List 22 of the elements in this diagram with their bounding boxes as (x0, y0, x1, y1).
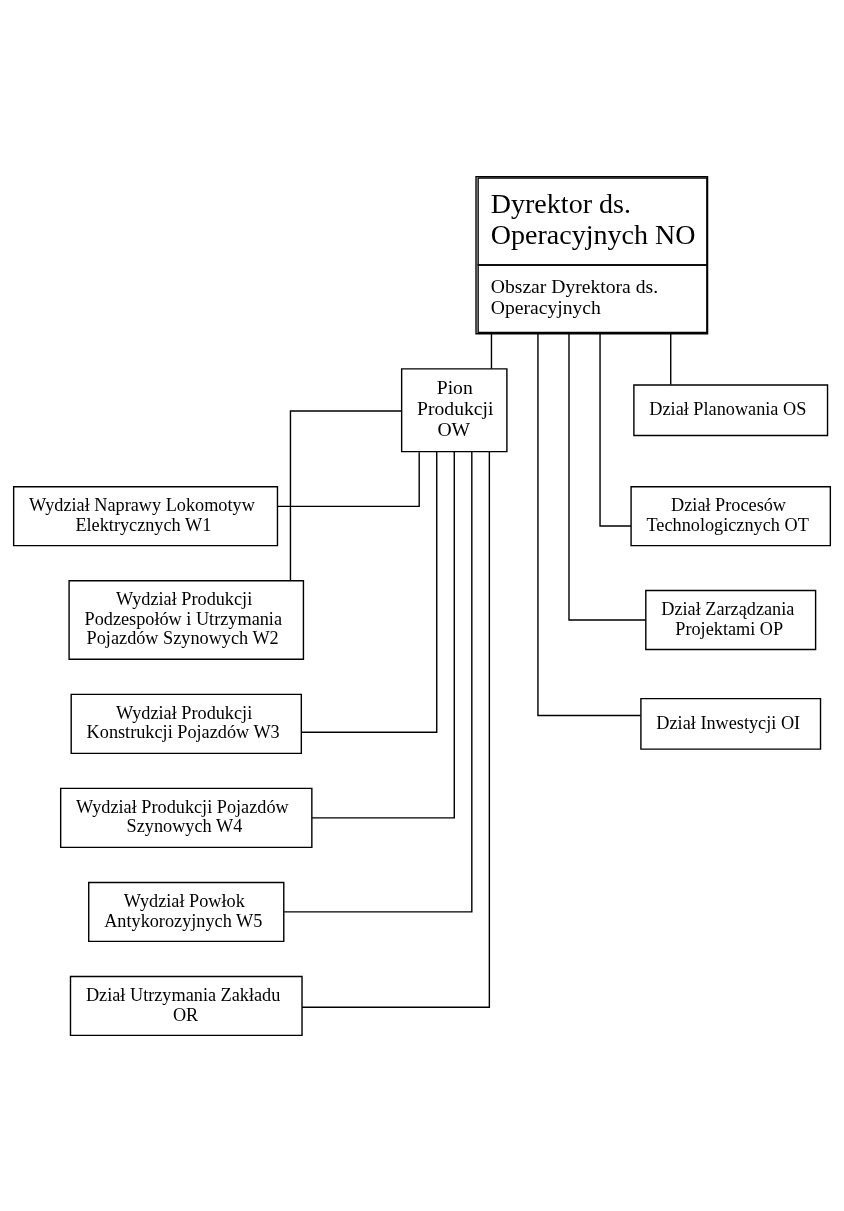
connector (276, 450, 420, 507)
node-box: Wydział Produkcji Pojazdów Szynowych W4 (59, 787, 313, 848)
connector (311, 450, 455, 819)
connector (301, 450, 491, 1008)
node-box: Wydział Produkcji Podzespołów i Utrzymania Pojazdów Szynowych W2 (68, 579, 305, 660)
connector (599, 332, 632, 527)
node-box: Dział Utrzymania Zakładu OR (69, 975, 303, 1036)
node-box: Dział Procesów Technologicznych OT (630, 485, 832, 546)
node-box: Wydział Powłok Antykorozyjnych W5 (88, 881, 285, 942)
connector (537, 332, 642, 716)
connector (490, 332, 493, 369)
node-box: Dział Planowania OS (633, 383, 829, 436)
node-box: Dział Zarządzania Projektami OP (645, 589, 817, 650)
node-box: Wydział Naprawy Lokomotyw Elektrycznych W1 (12, 485, 279, 546)
connector (283, 450, 473, 913)
node-box: Pion Produkcji OW (400, 367, 508, 452)
connector (300, 450, 438, 733)
node-box: Wydział Produkcji Konstrukcji Pojazdów W3 (70, 693, 302, 754)
connector (670, 332, 672, 385)
connector (568, 332, 647, 621)
node-box: Dział Inwestycji OI (640, 697, 822, 750)
connector (289, 409, 403, 581)
